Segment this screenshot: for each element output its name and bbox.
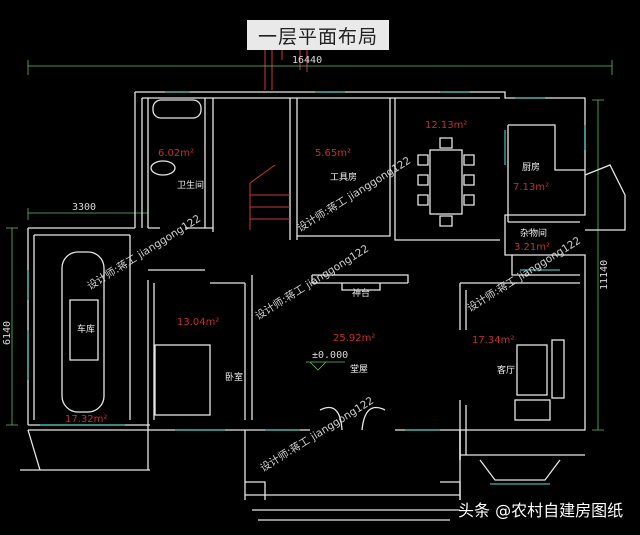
dim-left-top: 3300	[72, 202, 96, 213]
plan-title: 一层平面布局	[247, 20, 389, 50]
garage-area: 17.32m²	[65, 414, 107, 425]
elevation-marker: ±0.000	[312, 350, 348, 361]
living-label: 客厅	[497, 364, 515, 376]
elevation-symbol	[306, 361, 345, 371]
living-area: 17.34m²	[472, 335, 514, 346]
watermark: 设计师:蒋工 jianggong122	[85, 212, 203, 293]
bedroom-area: 13.04m²	[177, 317, 219, 328]
tool-room-area: 5.65m²	[315, 148, 351, 159]
tool-room-label: 工具房	[330, 171, 357, 183]
dim-top: 16440	[292, 55, 322, 66]
kitchen-label: 厨房	[522, 161, 540, 173]
hall-label: 堂屋	[350, 363, 368, 375]
storage-label: 杂物间	[520, 227, 547, 239]
dim-right-side: 11140	[599, 260, 610, 290]
watermark: 设计师:蒋工 jianggong122	[253, 242, 371, 323]
kitchen-area: 7.13m²	[513, 182, 549, 193]
dining-area: 12.13m²	[425, 120, 467, 131]
dim-left-side: 6140	[2, 321, 13, 345]
altar-label: 神台	[352, 287, 370, 299]
bathroom-area: 6.02m²	[158, 148, 194, 159]
bedroom-label: 卧室	[225, 371, 243, 383]
windows	[27, 91, 586, 485]
garage-label: 车库	[77, 323, 95, 335]
footer-source: 头条 @农村自建房图纸	[458, 501, 624, 520]
walls	[20, 91, 626, 521]
storage-area: 3.21m²	[514, 242, 550, 253]
hall-area: 25.92m²	[333, 333, 375, 344]
bathroom-label: 卫生间	[177, 179, 204, 191]
watermark: 设计师:蒋工 jianggong122	[258, 394, 376, 475]
title-leaders	[264, 50, 308, 90]
